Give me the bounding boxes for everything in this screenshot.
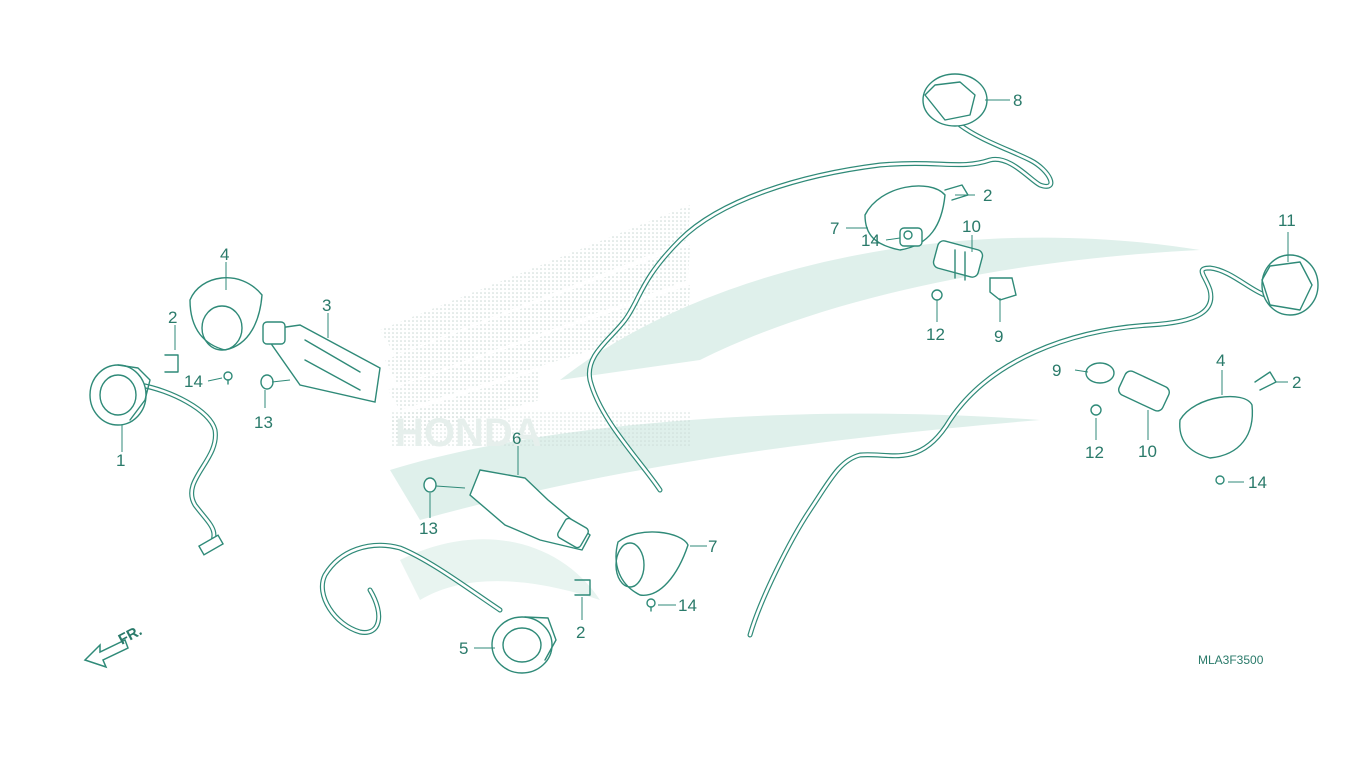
callout-6: 6	[512, 429, 521, 448]
callout-12: 12	[1085, 443, 1104, 462]
callout-9: 9	[994, 327, 1003, 346]
callout-2: 2	[1292, 373, 1301, 392]
winker-lens-right	[1179, 395, 1254, 459]
winker-stay-left	[262, 321, 381, 403]
clip-left	[164, 354, 179, 373]
callout-12: 12	[926, 325, 945, 344]
callout-leaders	[121, 99, 1289, 649]
callout-14: 14	[1248, 473, 1267, 492]
clip-center	[574, 579, 591, 596]
callout-7: 7	[708, 537, 717, 556]
clip-upper	[944, 184, 969, 201]
winker-lens-left	[189, 277, 263, 351]
front-direction-arrow: FR.	[83, 622, 145, 669]
front-left-winker-body	[89, 364, 224, 556]
screw-right	[1090, 404, 1225, 485]
winker-stay-center	[423, 469, 591, 551]
callout-5: 5	[459, 639, 468, 658]
wire-harnesses	[137, 122, 1268, 638]
callout-8: 8	[1013, 91, 1022, 110]
screw-left	[223, 371, 233, 385]
callout-13: 13	[254, 413, 273, 432]
callout-9: 9	[1052, 361, 1061, 380]
rear-socket-upper	[922, 73, 988, 127]
callout-13: 13	[419, 519, 438, 538]
rear-socket-right	[1261, 254, 1319, 316]
rear-winker-body	[491, 616, 557, 674]
callout-4: 4	[220, 245, 229, 264]
socket-right	[1085, 362, 1170, 412]
callout-3: 3	[322, 296, 331, 315]
callout-10: 10	[1138, 442, 1157, 461]
callout-10: 10	[962, 217, 981, 236]
winker-lens-center	[615, 531, 689, 596]
screw-center	[646, 598, 656, 612]
socket-upper	[932, 240, 1017, 301]
callout-14: 14	[678, 596, 697, 615]
grommet-left	[260, 374, 291, 390]
callout-2: 2	[168, 308, 177, 327]
callout-14: 14	[184, 372, 203, 391]
screw-upper	[903, 230, 943, 301]
callout-2: 2	[576, 623, 585, 642]
clip-right	[1254, 371, 1277, 391]
callout-4: 4	[1216, 351, 1225, 370]
callout-11: 11	[1278, 211, 1296, 230]
diagram-code: MLA3F3500	[1198, 653, 1264, 667]
watermark-text: HONDA	[395, 411, 542, 455]
callout-2: 2	[983, 186, 992, 205]
callout-14: 14	[861, 231, 880, 250]
callout-1: 1	[116, 451, 125, 470]
honda-wing-watermark: HONDA	[380, 205, 1200, 600]
callout-numbers: 1 2 2 2 2 3 4 4 5 6 7 7 8 9 9 10 10 11 1…	[116, 91, 1301, 658]
callout-7: 7	[830, 219, 839, 238]
